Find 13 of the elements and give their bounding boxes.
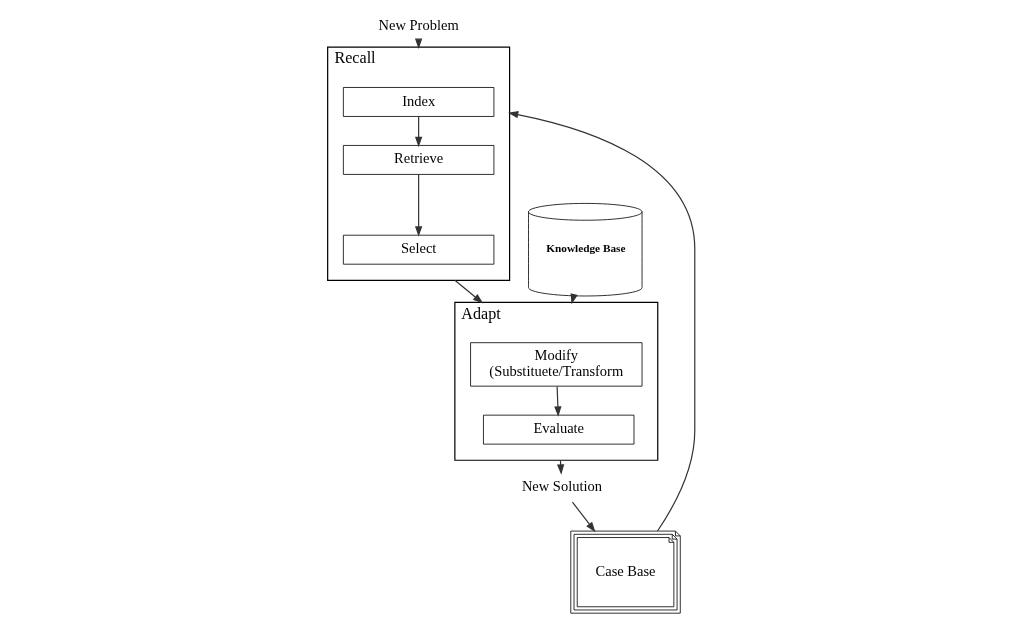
node-box: Select: [342, 234, 494, 265]
node-text: New Problem: [378, 16, 459, 33]
arrow: [571, 501, 596, 533]
arrow: [414, 116, 422, 148]
node-text: New Solution: [521, 478, 602, 495]
arrow: [507, 111, 695, 532]
node-box: Modify (Substituete/Transform: [469, 342, 642, 387]
node-box: Index: [342, 87, 494, 117]
arrow: [453, 279, 483, 304]
node-box: Retrieve: [342, 145, 494, 175]
node-box: Evaluate: [482, 414, 634, 445]
arrow: [553, 385, 562, 417]
arrow: [414, 173, 422, 237]
